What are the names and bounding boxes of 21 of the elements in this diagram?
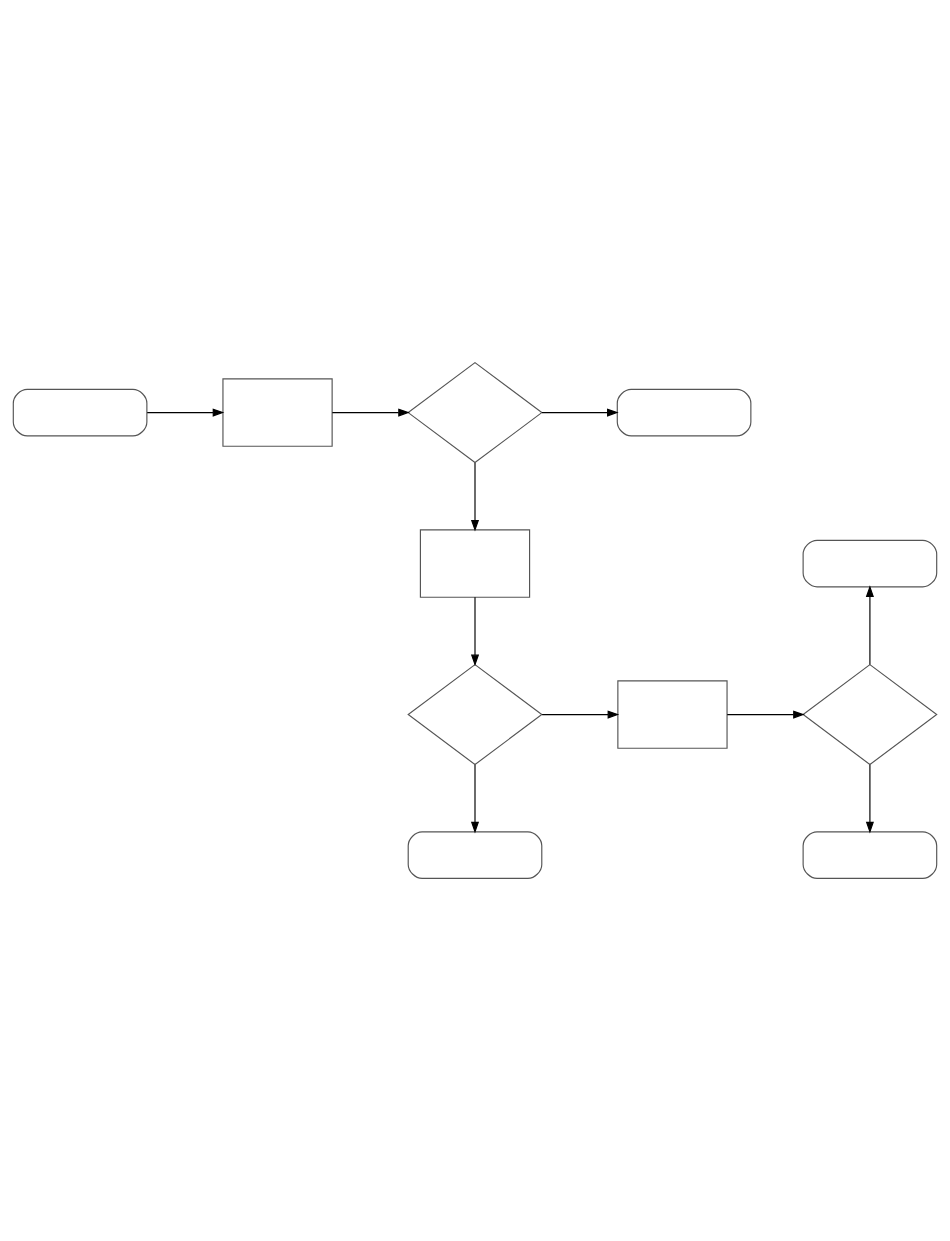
arrow <box>146 408 225 417</box>
node-oval <box>12 388 148 437</box>
node-oval <box>407 831 543 879</box>
arrow <box>470 596 480 667</box>
node-box <box>222 378 333 447</box>
node-diamond <box>802 663 938 766</box>
node-diamond <box>407 361 543 464</box>
arrow <box>541 408 619 417</box>
arrow <box>865 585 874 666</box>
node-diamond <box>407 663 543 766</box>
arrow <box>470 462 480 532</box>
arrow <box>331 408 410 417</box>
arrow <box>865 764 874 834</box>
node-box <box>617 680 728 749</box>
arrow <box>726 710 805 719</box>
arrow <box>541 710 620 719</box>
node-oval <box>802 831 938 879</box>
node-box <box>419 529 531 598</box>
arrow <box>470 764 480 834</box>
node-oval <box>802 539 938 588</box>
node-oval <box>616 388 752 437</box>
